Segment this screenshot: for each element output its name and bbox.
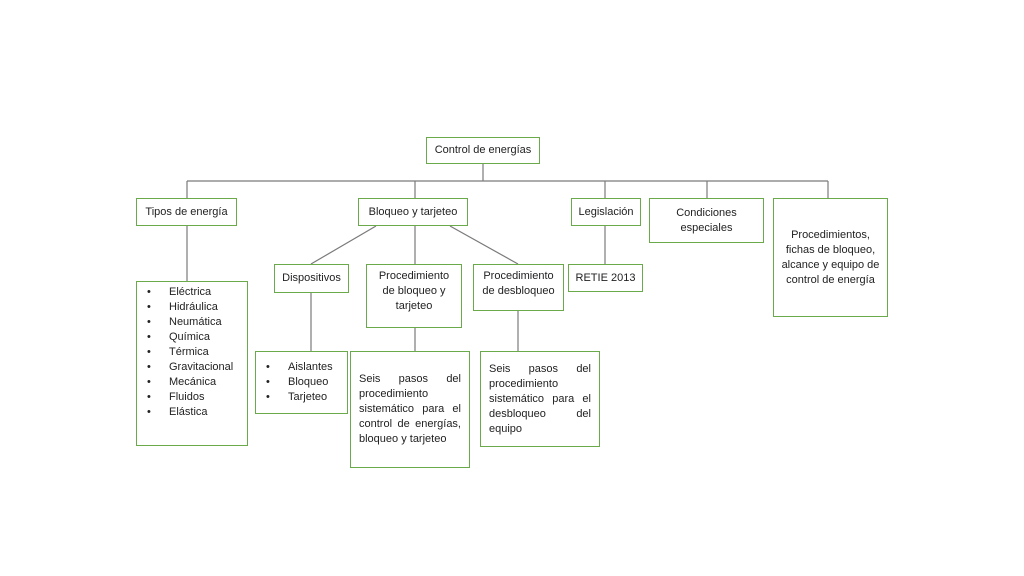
proc-bloqueo-detail: Seis pasos del procedimiento sistemático… [350, 351, 470, 468]
legislacion-node: Legislación [571, 198, 641, 226]
retie-node: RETIE 2013 [568, 264, 643, 292]
list-item: Tarjeteo [260, 390, 343, 405]
condiciones-especiales-label: Condiciones especiales [676, 206, 737, 234]
root-node: Control de energías [426, 137, 540, 164]
dispositivos-label: Dispositivos [282, 272, 341, 284]
energy-type-list: Eléctrica Hidráulica Neumática Química T… [141, 285, 243, 420]
list-item: Gravitacional [141, 360, 243, 375]
condiciones-especiales-node: Condiciones especiales [649, 198, 764, 243]
proc-bloqueo-detail-text: Seis pasos del procedimiento sistemático… [359, 373, 461, 445]
procedimientos-label: Procedimientos, fichas de bloqueo, alcan… [781, 228, 880, 286]
list-item: Elástica [141, 405, 243, 420]
proc-desbloqueo-detail: Seis pasos del procedimiento sistemático… [480, 351, 600, 447]
list-item: Bloqueo [260, 375, 343, 390]
legislacion-label: Legislación [578, 205, 634, 218]
proc-bloqueo-node: Procedimiento de bloqueo y tarjeteo [366, 264, 462, 328]
proc-bloqueo-label: Procedimiento de bloqueo y tarjeteo [378, 270, 450, 312]
tipos-energia-node: Tipos de energía [136, 198, 237, 226]
retie-label: RETIE 2013 [575, 271, 636, 284]
proc-desbloqueo-label: Procedimiento de desbloqueo [482, 270, 555, 297]
procedimientos-node: Procedimientos, fichas de bloqueo, alcan… [773, 198, 888, 317]
dispositivos-list: Aislantes Bloqueo Tarjeteo [255, 351, 348, 414]
tipos-energia-label: Tipos de energía [145, 205, 228, 218]
connector-bloqueo-dispositivos [310, 225, 377, 265]
proc-desbloqueo-node: Procedimiento de desbloqueo [473, 264, 564, 311]
tipos-energia-list: Eléctrica Hidráulica Neumática Química T… [136, 281, 248, 446]
dispositivos-node: Dispositivos [274, 264, 349, 293]
list-item: Mecánica [141, 375, 243, 390]
proc-desbloqueo-detail-text: Seis pasos del procedimiento sistemático… [489, 363, 591, 435]
list-item: Hidráulica [141, 300, 243, 315]
bloqueo-tarjeteo-label: Bloqueo y tarjeteo [368, 205, 458, 218]
list-item: Fluidos [141, 390, 243, 405]
root-node-label: Control de energías [434, 144, 532, 156]
connector-bloqueo-proc-desbloqueo [449, 225, 519, 265]
list-item: Térmica [141, 345, 243, 360]
device-list: Aislantes Bloqueo Tarjeteo [260, 360, 343, 405]
bloqueo-tarjeteo-node: Bloqueo y tarjeteo [358, 198, 468, 226]
list-item: Aislantes [260, 360, 343, 375]
list-item: Química [141, 330, 243, 345]
list-item: Eléctrica [141, 285, 243, 300]
list-item: Neumática [141, 315, 243, 330]
